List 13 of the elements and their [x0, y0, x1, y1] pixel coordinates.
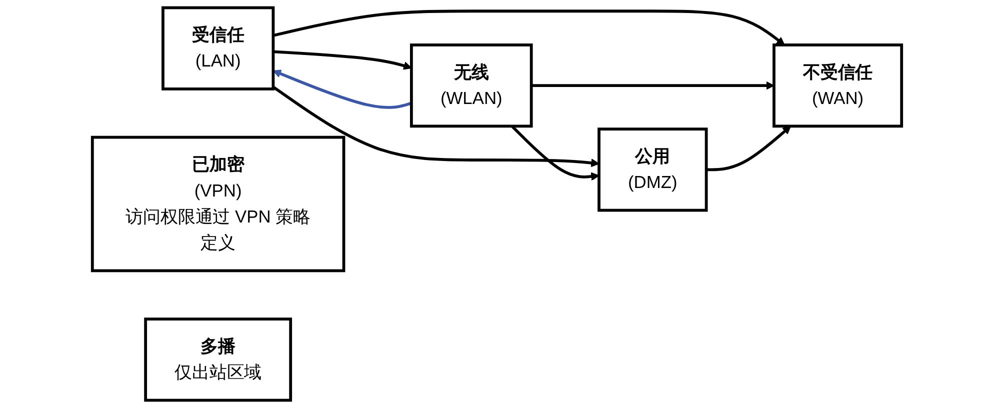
node-box: 不受信任 (WAN): [772, 44, 904, 128]
node-box: 多播 仅出站区域: [144, 318, 292, 402]
node-box: 已加密 (VPN) 访问权限通过 VPN 策略定义: [90, 136, 346, 272]
node-box: 公用 (DMZ): [598, 128, 708, 212]
arrow: [273, 50, 412, 70]
arrow: [510, 125, 600, 181]
arrow: [531, 81, 774, 90]
arrow: [272, 86, 600, 168]
arrow: [272, 10, 785, 46]
node-box: 受信任 (LAN): [162, 6, 275, 90]
node-box: 无线 (WLAN): [410, 44, 533, 128]
arrow: [272, 70, 412, 109]
arrow: [706, 126, 792, 172]
